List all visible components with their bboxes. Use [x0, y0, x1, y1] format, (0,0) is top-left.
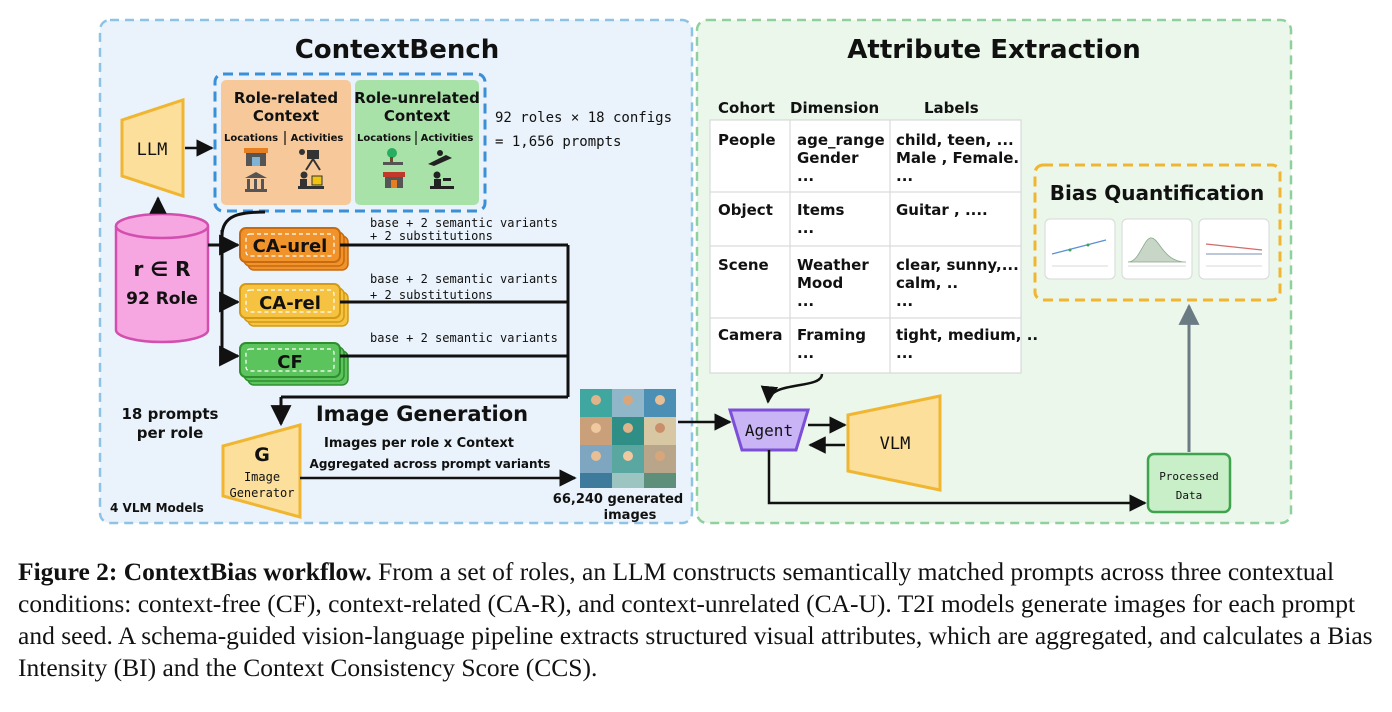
role-unrelated-title-1: Role-unrelated	[354, 89, 480, 107]
row-scene-label-1: clear, sunny,...	[896, 256, 1019, 274]
processed-data-line-1: Processed	[1159, 470, 1219, 483]
role-unrelated-title-2: Context	[384, 107, 450, 125]
contextbench-title: ContextBench	[295, 35, 500, 65]
row-scene-label-3: ...	[896, 292, 913, 310]
row-people-dim-2: Gender	[797, 149, 859, 167]
caption-text: From a set of roles, an LLM constructs s…	[18, 557, 1373, 682]
aggregated-note: Aggregated across prompt variants	[310, 457, 551, 471]
ca-urel-label: CA-urel	[253, 236, 328, 257]
row-camera-dim-1: Framing	[797, 326, 866, 344]
llm-label: LLM	[137, 140, 168, 160]
role-symbol: r ∈ R	[133, 257, 190, 281]
agent-to-processed-arrow	[767, 450, 1147, 512]
row-scene-cohort: Scene	[718, 256, 769, 274]
row-people-dim-1: age_range	[797, 131, 885, 149]
row-people-label-2: Male , Female.	[896, 149, 1019, 167]
ca-rel-note-2: + 2 substitutions	[370, 288, 493, 302]
row-camera-label-2: ...	[896, 344, 913, 362]
role-database	[114, 212, 210, 344]
role-unrelated-locations: Locations	[357, 133, 411, 144]
role-related-activities: Activities	[291, 133, 344, 144]
bias-quantification-title: Bias Quantification	[1050, 181, 1264, 205]
cf-label: CF	[277, 352, 303, 373]
market-icon	[383, 172, 405, 188]
generator-shape	[221, 423, 302, 519]
table-header-dimension: Dimension	[790, 99, 879, 117]
attribute-extraction-title: Attribute Extraction	[847, 35, 1140, 65]
prompts-per-role-2: per role	[137, 424, 204, 442]
cf-stack	[239, 342, 349, 386]
row-scene-label-2: calm, ..	[896, 274, 958, 292]
prompts-per-role-1: 18 prompts	[121, 405, 218, 423]
ca-rel-label: CA-rel	[259, 293, 321, 314]
row-object-cohort: Object	[718, 201, 773, 219]
vlm-shape	[846, 394, 942, 492]
prompts-note-2: = 1,656 prompts	[495, 134, 621, 150]
generator-line-1: Image	[244, 470, 280, 484]
ca-urel-stack	[239, 227, 349, 271]
role-related-title-1: Role-related	[234, 89, 338, 107]
row-people-label-1: child, teen, ...	[896, 131, 1014, 149]
row-people-label-3: ...	[896, 167, 913, 185]
bias-thumbnail-line	[1044, 218, 1116, 280]
generated-count-2: images	[604, 508, 657, 523]
row-camera-label-1: tight, medium, ..	[896, 326, 1038, 344]
role-count: 92 Role	[126, 289, 198, 309]
ca-rel-stack	[239, 283, 349, 327]
role-related-title-2: Context	[253, 107, 319, 125]
row-people-cohort: People	[718, 131, 776, 149]
table-header-cohort: Cohort	[718, 99, 775, 117]
row-people-dim-3: ...	[797, 167, 814, 185]
table-header-labels: Labels	[924, 99, 979, 117]
camera-tripod-icon	[299, 149, 321, 171]
reading-icon	[430, 171, 454, 189]
lounging-icon	[428, 150, 452, 166]
row-camera-dim-2: ...	[797, 344, 814, 362]
vlm-label: VLM	[880, 434, 911, 454]
llm-shape	[120, 97, 185, 199]
processed-data-line-2: Data	[1176, 489, 1203, 502]
ca-urel-note-1: base + 2 semantic variants	[370, 216, 558, 230]
agent-shape	[727, 408, 811, 452]
row-object-dim-1: Items	[797, 201, 845, 219]
ca-rel-note-1: base + 2 semantic variants	[370, 272, 558, 286]
row-object-label-1: Guitar , ....	[896, 201, 988, 219]
image-generation-title: Image Generation	[316, 402, 528, 426]
desk-worker-icon	[298, 171, 324, 189]
generator-letter: G	[254, 444, 270, 466]
row-scene-dim-1: Weather	[797, 256, 869, 274]
context-box	[213, 72, 487, 213]
caption-label: Figure 2: ContextBias workflow.	[18, 557, 372, 586]
figure-caption: Figure 2: ContextBias workflow. From a s…	[18, 556, 1380, 684]
table-to-agent-arrow	[760, 373, 824, 404]
cf-note-1: base + 2 semantic variants	[370, 331, 558, 345]
bias-thumbnail-density	[1121, 218, 1193, 280]
park-icon	[383, 148, 403, 165]
role-related-locations: Locations	[224, 133, 278, 144]
bank-icon	[245, 172, 267, 192]
attribute-table	[709, 119, 1022, 374]
row-camera-cohort: Camera	[718, 326, 782, 344]
row-scene-dim-2: Mood	[797, 274, 843, 292]
generated-count-1: 66,240 generated	[553, 492, 683, 507]
row-scene-dim-3: ...	[797, 292, 814, 310]
vlm-models-note: 4 VLM Models	[110, 501, 204, 515]
bias-thumbnail-trend	[1198, 218, 1270, 280]
generated-images-collage	[580, 389, 676, 488]
agent-label: Agent	[745, 421, 793, 440]
generator-line-2: Generator	[229, 486, 294, 500]
workflow-diagram: ContextBench Attribute Extraction LLM Ro…	[98, 18, 1293, 525]
images-per-role: Images per role x Context	[324, 436, 514, 451]
row-object-dim-2: ...	[797, 219, 814, 237]
prompts-note-1: 92 roles × 18 configs	[495, 110, 672, 126]
role-unrelated-activities: Activities	[421, 133, 474, 144]
ca-urel-note-2: + 2 substitutions	[370, 229, 493, 243]
storefront-icon	[244, 148, 268, 166]
processed-data-box	[1146, 452, 1232, 514]
